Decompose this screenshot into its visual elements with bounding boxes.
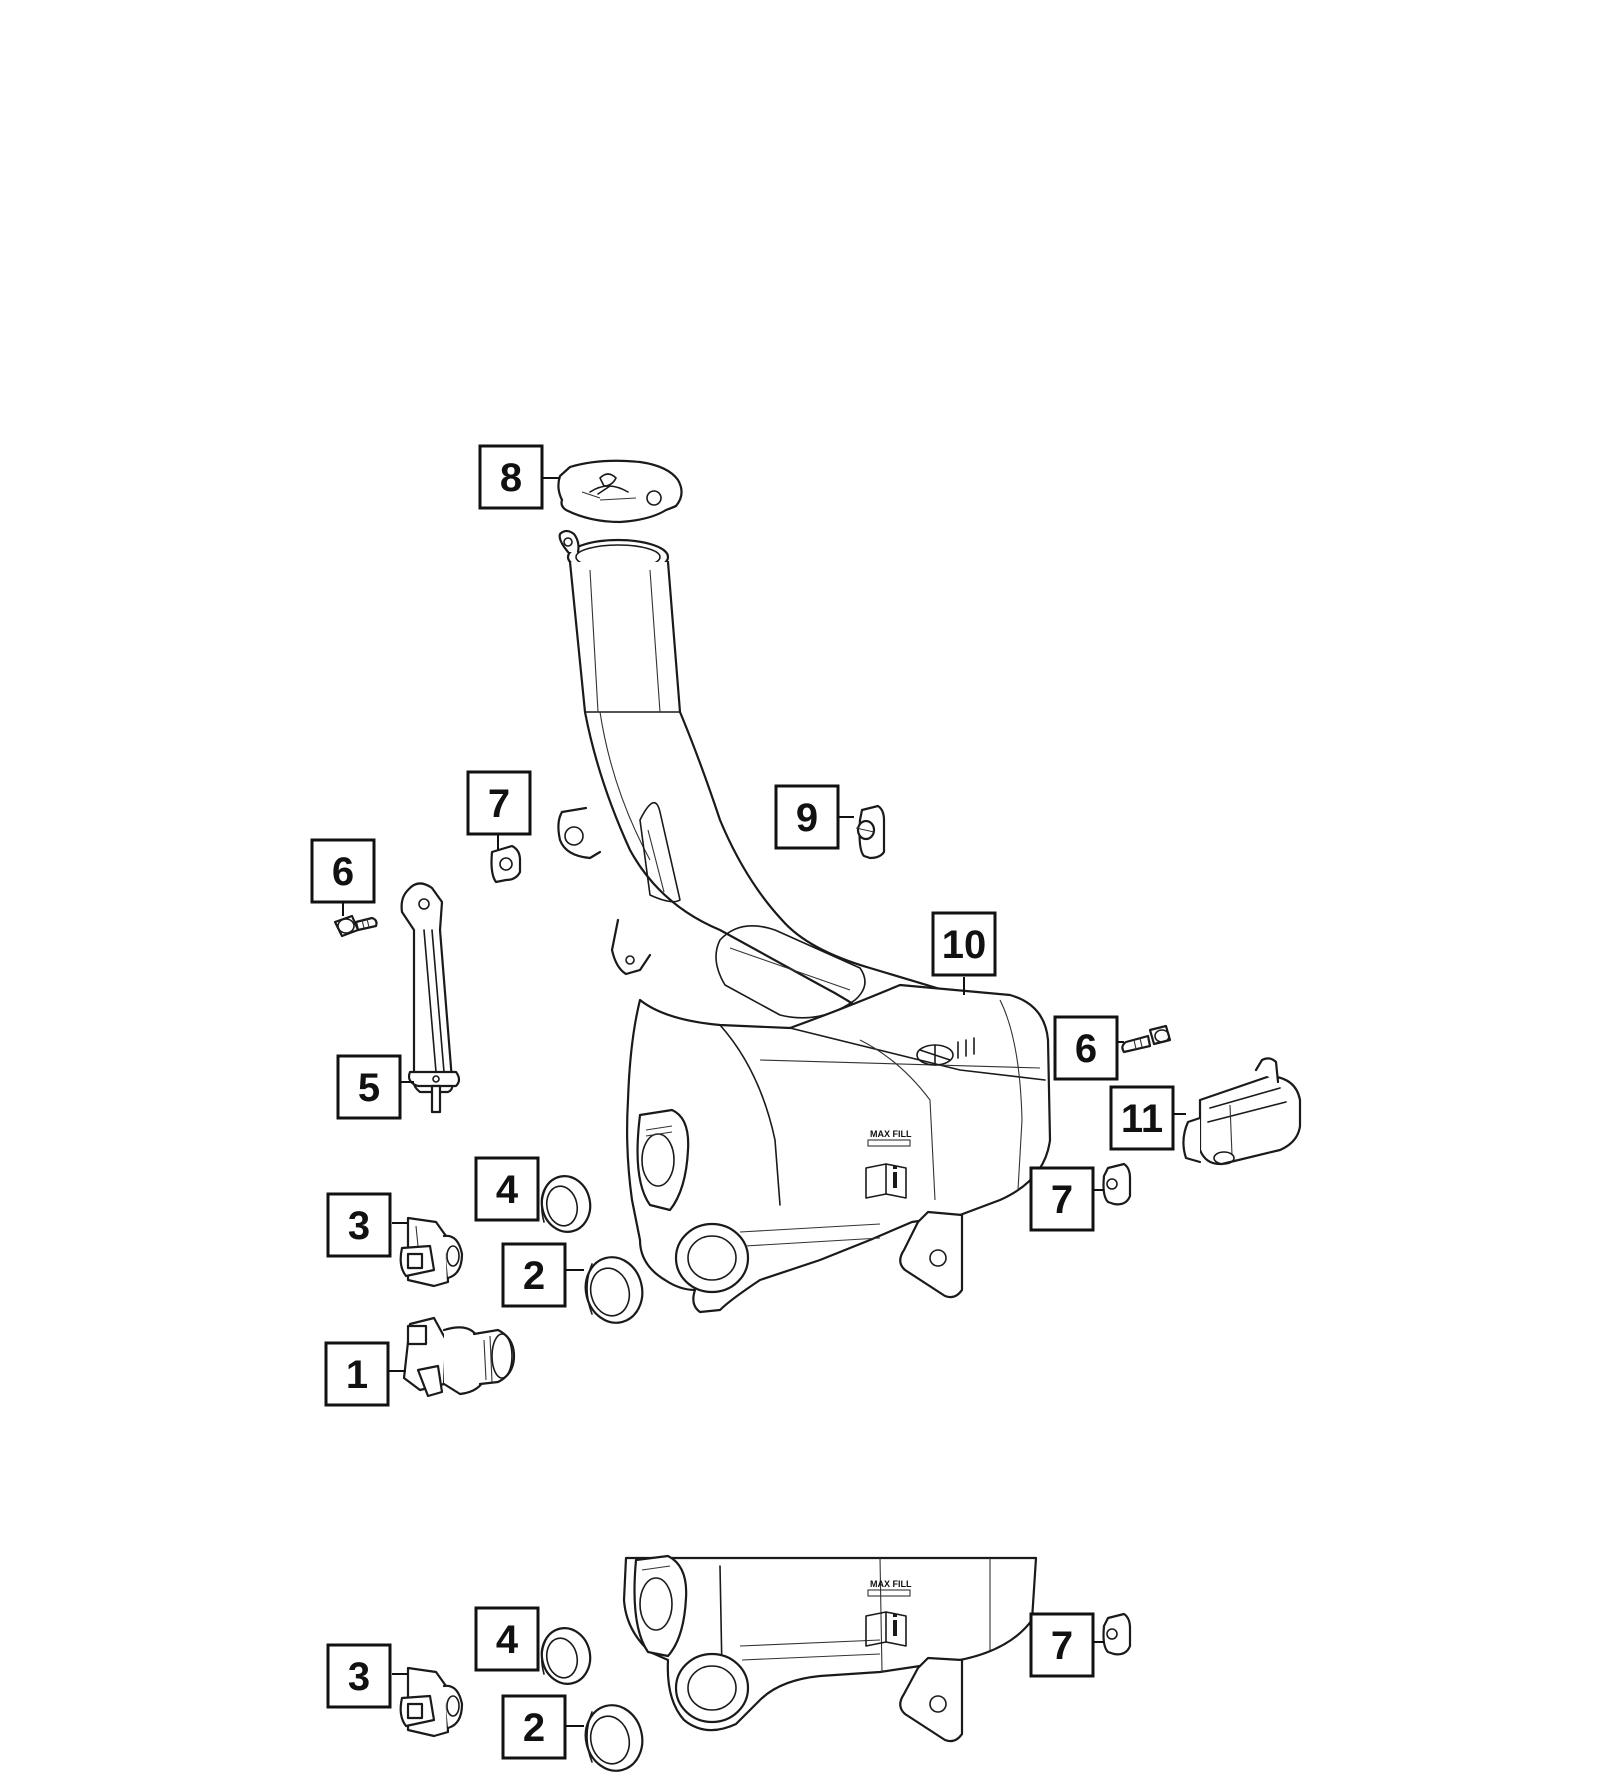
washer-cap-icon	[589, 473, 629, 495]
callout-10: 10	[931, 911, 997, 977]
part-6-bolt-right	[1121, 1024, 1172, 1054]
part-5-bracket	[400, 882, 461, 1114]
part-2-seal-upper	[584, 1256, 644, 1324]
part-3-pump-lower	[399, 1666, 464, 1738]
callout-4-upper: 4	[474, 1156, 540, 1222]
callout-4-lower-label: 4	[496, 1618, 519, 1662]
callout-11-label: 11	[1121, 1097, 1163, 1141]
part-6-bolt-left	[333, 914, 378, 938]
part-7-clip-nut-top	[490, 844, 522, 884]
part-2-seal-lower	[584, 1704, 644, 1772]
svg-text:MAX FILL: MAX FILL	[870, 1129, 912, 1139]
callout-2-upper: 2	[501, 1242, 567, 1308]
callout-7-mid: 7	[1029, 1166, 1095, 1232]
part-4-grommet-lower	[540, 1627, 592, 1685]
callout-9: 9	[774, 784, 840, 850]
svg-text:MAX FILL: MAX FILL	[870, 1579, 912, 1589]
callout-7-top: 7	[466, 770, 532, 836]
callout-3-upper: 3	[326, 1192, 392, 1258]
callout-7-lower-label: 7	[1051, 1624, 1073, 1668]
callout-6-right: 6	[1053, 1015, 1119, 1081]
callout-10-label: 10	[942, 923, 987, 967]
part-8-filler-cap	[557, 459, 683, 524]
lower-detail-view: MAX FILL	[622, 1554, 1038, 1743]
callout-7-mid-label: 7	[1051, 1178, 1073, 1222]
callout-5: 5	[336, 1054, 402, 1120]
callout-9-label: 9	[796, 796, 818, 840]
part-4-grommet-upper	[540, 1175, 592, 1233]
callout-6-left-label: 6	[332, 850, 354, 894]
callout-7-lower: 7	[1029, 1612, 1095, 1678]
callout-6-right-label: 6	[1075, 1027, 1097, 1071]
callout-2-lower: 2	[501, 1694, 567, 1760]
callout-8-label: 8	[500, 456, 522, 500]
washer-symbol-icon	[916, 1044, 954, 1066]
callout-5-label: 5	[358, 1066, 380, 1110]
part-9-clip-nut	[855, 804, 886, 860]
callout-1: 1	[324, 1341, 390, 1407]
part-3-pump-upper	[399, 1216, 464, 1288]
callout-3-lower-label: 3	[348, 1655, 370, 1699]
part-7-clip-nut-mid	[1102, 1162, 1132, 1206]
callout-3-upper-label: 3	[348, 1204, 370, 1248]
callout-4-lower: 4	[474, 1606, 540, 1672]
part-11-connector	[1182, 1057, 1302, 1166]
callout-11: 11	[1109, 1085, 1175, 1151]
part-1-pump-motor	[402, 1316, 516, 1398]
callout-2-upper-label: 2	[523, 1254, 545, 1298]
callout-7-top-label: 7	[488, 782, 510, 826]
part-7-clip-nut-lower	[1102, 1612, 1132, 1656]
callout-8: 8	[478, 444, 544, 510]
callout-4-upper-label: 4	[496, 1168, 519, 1212]
book-info-icon	[865, 1163, 907, 1199]
part-10-reservoir: MAX FILL	[557, 529, 1052, 1314]
callout-2-lower-label: 2	[523, 1706, 545, 1750]
callout-3-lower: 3	[326, 1643, 392, 1709]
callout-1-label: 1	[346, 1353, 368, 1397]
callout-6-left: 6	[310, 838, 376, 904]
